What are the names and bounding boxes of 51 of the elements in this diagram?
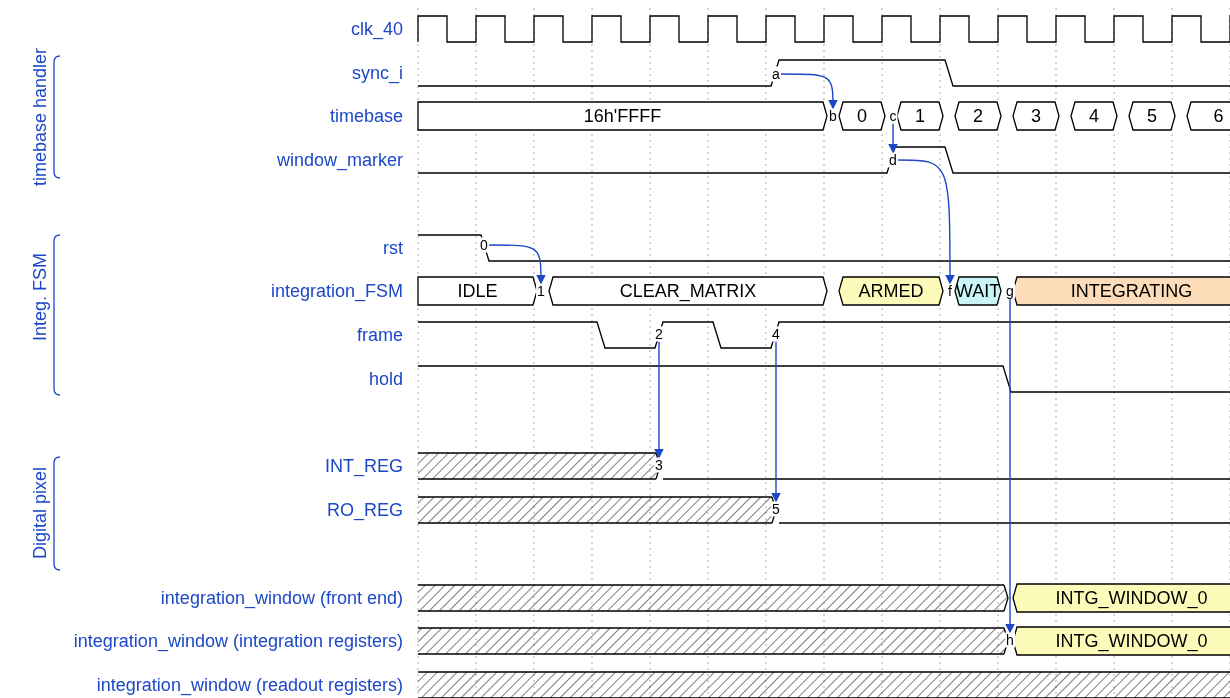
signal-name: integration_window (integration registers) xyxy=(73,630,403,652)
edge-marker: 2 xyxy=(654,326,664,342)
edge-marker: b xyxy=(828,108,838,124)
edge-marker: 5 xyxy=(771,501,781,517)
signal-name: hold xyxy=(368,368,403,390)
arrow xyxy=(488,244,546,285)
arrow xyxy=(1005,297,1015,634)
signal-name: INT_REG xyxy=(325,455,403,477)
bus-value-segment: 1 xyxy=(897,102,943,130)
arrow xyxy=(780,73,838,110)
signal-name: integration_window (readout registers) xyxy=(96,674,403,696)
arrow xyxy=(897,159,955,285)
arrow xyxy=(771,340,781,503)
signal-name: timebase xyxy=(329,105,403,127)
bus-value-segment: INTEGRATING xyxy=(1013,277,1230,305)
bus-value-segment: INTG_WINDOW_0 xyxy=(1013,627,1230,655)
signal-name: window_marker xyxy=(276,149,403,171)
edge-marker: d xyxy=(888,152,898,168)
group-label: Integ. FSM xyxy=(29,253,51,341)
signal-name: integration_FSM xyxy=(270,280,403,302)
bus-value-segment: 16h'FFFF xyxy=(418,102,827,130)
signal-name: RO_REG xyxy=(326,499,403,521)
group-label: timebase handler xyxy=(29,47,51,187)
bus-value-segment: 4 xyxy=(1071,102,1117,130)
bus-value-segment: 6 xyxy=(1187,102,1230,130)
edge-marker: h xyxy=(1005,632,1015,648)
edge-marker: 4 xyxy=(771,326,781,342)
bus-value-segment: 3 xyxy=(1013,102,1059,130)
edge-marker: 3 xyxy=(654,457,664,473)
signal-name: rst xyxy=(383,237,403,259)
arrow xyxy=(888,122,898,154)
bus-value-segment: 2 xyxy=(955,102,1001,130)
edge-marker: c xyxy=(888,108,898,124)
signal-name: frame xyxy=(357,324,403,346)
edge-marker: 0 xyxy=(479,237,489,253)
bus-value-segment: INTG_WINDOW_0 xyxy=(1013,584,1230,612)
arrow xyxy=(654,340,664,459)
edge-marker: 1 xyxy=(536,283,546,299)
bus-value-segment: ARMED xyxy=(839,277,943,305)
signal-name: sync_i xyxy=(351,62,403,84)
bus-value-segment: WAIT xyxy=(955,277,1001,305)
edge-marker: a xyxy=(771,66,781,82)
signal-name: integration_window (front end) xyxy=(160,587,403,609)
group-label: Digital pixel xyxy=(29,467,51,559)
bus-value-segment: IDLE xyxy=(418,277,537,305)
bus-value-segment: 0 xyxy=(839,102,885,130)
bus-value-segment: CLEAR_MATRIX xyxy=(549,277,827,305)
edge-marker: g xyxy=(1005,283,1015,299)
bus-value-segment: 5 xyxy=(1129,102,1175,130)
signal-name: clk_40 xyxy=(350,18,403,40)
edge-marker: f xyxy=(947,283,953,299)
